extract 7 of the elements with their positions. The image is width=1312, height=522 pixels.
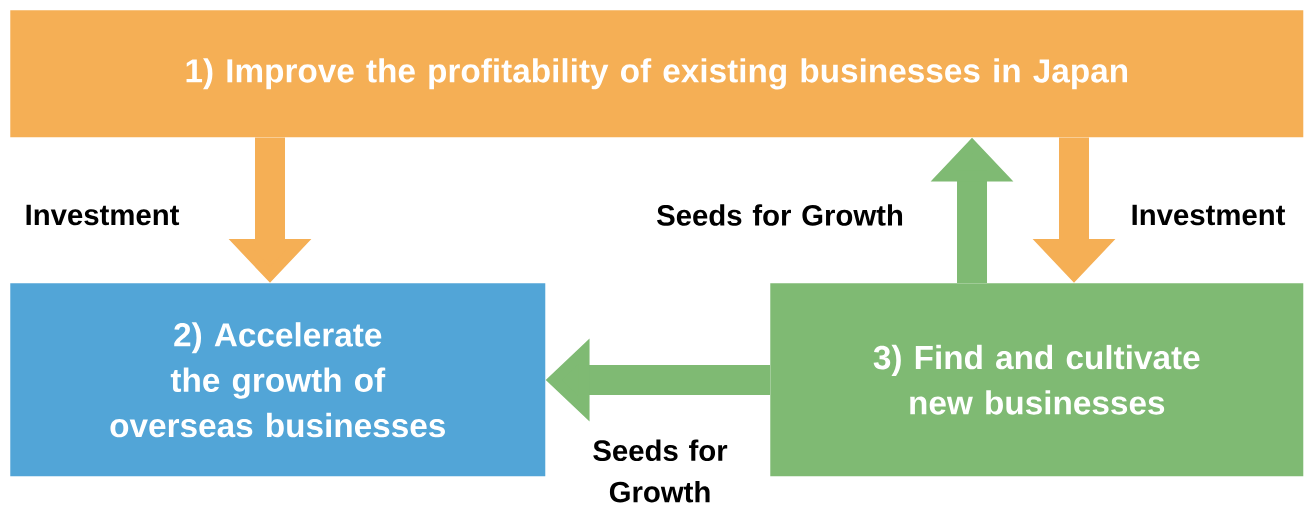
process-box: 3) Find and cultivate new businesses — [770, 283, 1304, 477]
process-box: 1) Improve the profitability of existing businesses in Japan — [10, 10, 1304, 138]
edge-label: Seeds for Growth — [593, 439, 728, 503]
edge-label: Investment — [1132, 204, 1286, 226]
edge-label: Seeds for Growth — [657, 204, 903, 226]
edge-label: Investment — [26, 204, 180, 226]
process-box: 2) Accelerate the growth of overseas businesses — [10, 283, 546, 477]
